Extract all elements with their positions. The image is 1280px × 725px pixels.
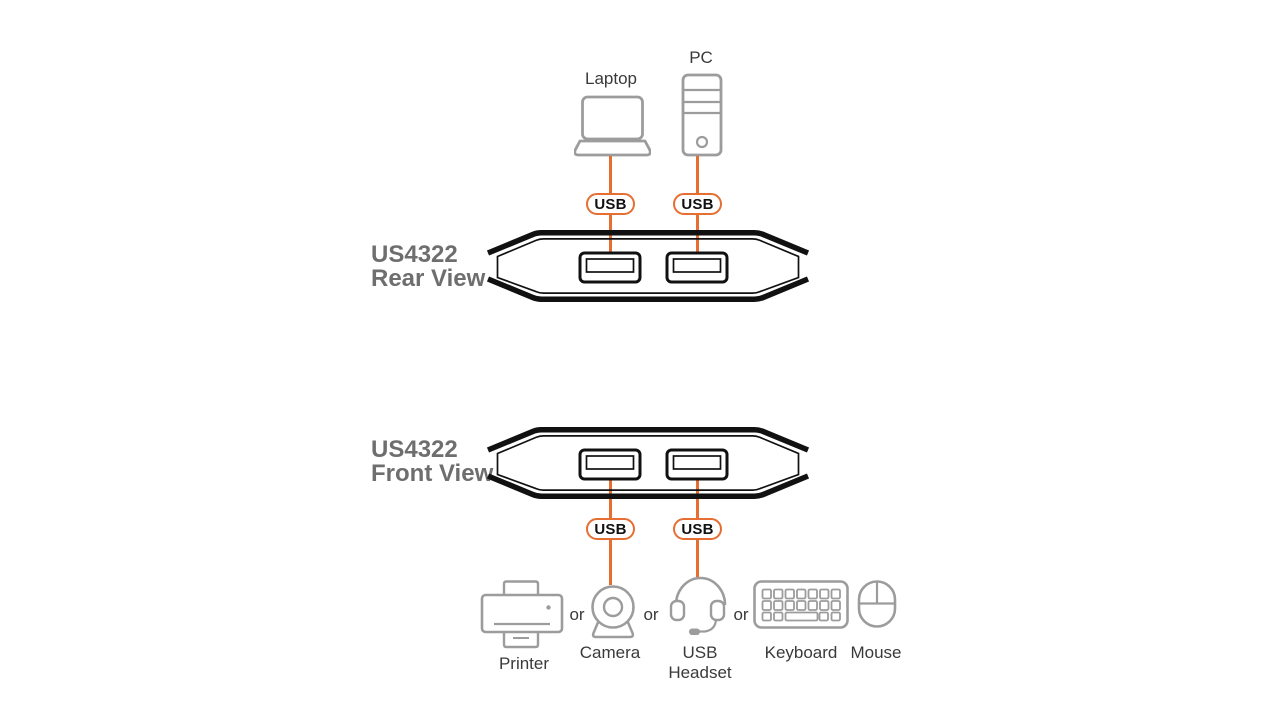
usb-tag-rear-left: USB (586, 193, 635, 215)
camera-icon (591, 585, 635, 639)
laptop-label: Laptop (585, 69, 637, 88)
front-model-number: US4322 (371, 436, 458, 463)
usb-tag-label: USB (681, 520, 714, 538)
printer-icon (480, 580, 564, 649)
usb-tag-label: USB (594, 195, 627, 213)
mouse-icon (857, 580, 897, 628)
front-view-name: Front View (371, 460, 494, 487)
pc-label: PC (689, 48, 713, 67)
rear-view-title: US4322 Rear View (371, 243, 485, 291)
rear-view-name: Rear View (371, 265, 486, 292)
usb-tag-label: USB (594, 520, 627, 538)
or-text-1: or (569, 605, 585, 624)
usb-tag-front-left: USB (586, 518, 635, 540)
camera-label: Camera (579, 643, 641, 662)
keyboard-icon (753, 580, 849, 629)
usb-tag-label: USB (681, 195, 714, 213)
or-text-2: or (643, 605, 659, 624)
usb-tag-front-right: USB (673, 518, 722, 540)
rear-device-drawing (480, 222, 816, 310)
rear-model-number: US4322 (371, 241, 458, 268)
keyboard-label: Keyboard (764, 643, 838, 662)
or-text-3: or (733, 605, 749, 624)
mouse-label: Mouse (850, 643, 902, 662)
printer-label: Printer (498, 654, 550, 673)
headset-label: USB Headset (660, 643, 740, 683)
headset-icon (669, 576, 727, 635)
front-view-title: US4322 Front View (371, 438, 493, 486)
usb-tag-rear-right: USB (673, 193, 722, 215)
pc-icon (681, 73, 723, 157)
front-device-drawing (480, 419, 816, 507)
headset-label-line1: USB (682, 643, 718, 662)
headset-label-line2: Headset (668, 663, 732, 682)
laptop-icon (574, 95, 651, 157)
